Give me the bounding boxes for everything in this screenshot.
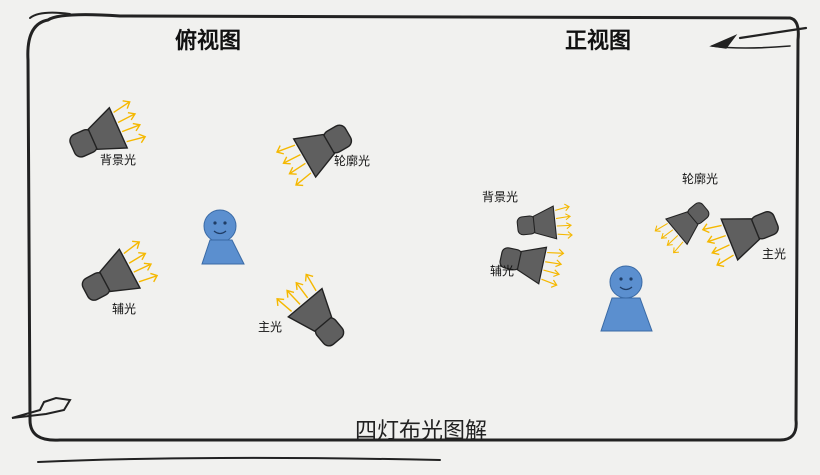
front-rim-label: 轮廓光 [682,171,718,186]
front-fill-label: 辅光 [490,264,514,278]
front-view: 背景光 辅光 轮廓光 主光 [482,171,786,332]
top-subject [201,209,245,265]
front-subject [600,265,653,332]
diagram-caption: 四灯布光图解 [355,419,487,444]
top-key-label: 主光 [258,320,282,334]
sketch-frame [11,11,808,463]
top-view: 背景光 轮廓光 辅光 主光 [62,97,370,357]
front-background-label: 背景光 [482,190,518,204]
top-fill-label: 辅光 [112,302,136,316]
front-view-title: 正视图 [565,28,631,54]
top-background-label: 背景光 [100,153,136,167]
front-key-label: 主光 [762,247,786,261]
top-rim-label: 轮廓光 [334,153,370,168]
top-view-title: 俯视图 [175,28,241,54]
